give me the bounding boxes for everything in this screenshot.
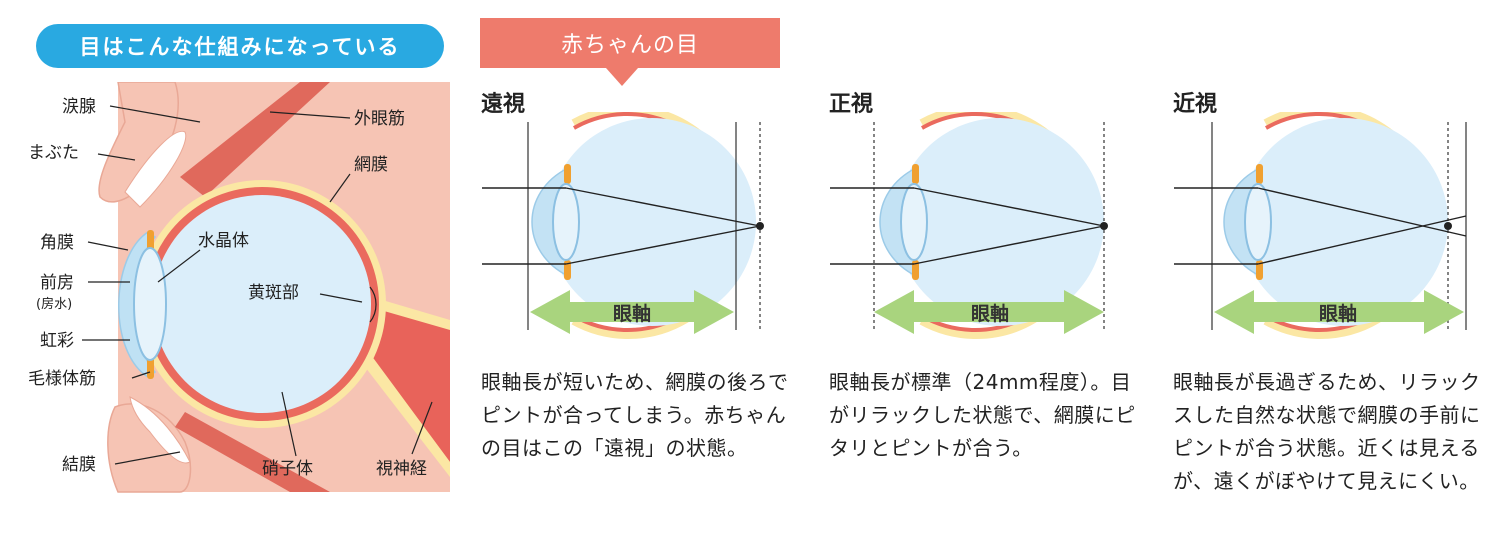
upper-conjunctiva-shape [124, 130, 187, 208]
title-normal: 正視 [829, 92, 874, 117]
label-vitreous: 硝子体 [262, 459, 313, 479]
upper-muscle-shape [180, 82, 330, 197]
label-ciliary: 毛様体筋 [28, 369, 96, 389]
label-eyelid: まぶた [28, 143, 79, 163]
axis-label-normal: 眼軸 [971, 302, 1009, 325]
axis-label-myopia: 眼軸 [1319, 302, 1357, 325]
lower-iris [147, 357, 154, 379]
banner-pointer [606, 68, 638, 86]
lens-shape [133, 247, 167, 361]
label-macula: 黄斑部 [248, 283, 299, 303]
diagram-myopia: 眼軸 [1174, 112, 1467, 339]
label-anterior-chamber: 前房 [40, 273, 74, 293]
optic-nerve-shape [360, 297, 450, 462]
upper-eyelid-shape [98, 82, 179, 203]
baby-eye-banner: 赤ちゃんの目 [480, 18, 780, 68]
title-hyperopia: 遠視 [481, 92, 526, 117]
upper-iris [147, 230, 154, 252]
leader-lines [82, 105, 433, 465]
label-retina: 網膜 [354, 155, 388, 175]
diagram-hyperopia: 眼軸 [482, 112, 764, 339]
label-aqueous: (房水) [36, 296, 72, 312]
label-lens: 水晶体 [198, 231, 249, 251]
eye-anatomy-diagram: 涙腺 外眼筋 まぶた 網膜 角膜 水晶体 前房 (房水) 黄斑部 虹彩 毛様体筋… [28, 82, 450, 493]
desc-hyperopia: 眼軸長が短いため、網膜の後ろでピントが合ってしまう。赤ちゃんの目はこの「遠視」の… [481, 370, 789, 460]
anatomy-header: 目はこんな仕組みになっている [36, 24, 444, 68]
lower-conjunctiva-shape [129, 396, 191, 464]
desc-myopia: 眼軸長が長過ぎるため、リラックスした自然な状態で網膜の手前にピントが合う状態。近… [1173, 370, 1481, 493]
lower-muscle-shape [175, 412, 330, 492]
label-conjunctiva: 結膜 [62, 455, 96, 475]
label-lacrimal-gland: 涙腺 [62, 96, 96, 117]
lower-eyelid-shape [107, 403, 192, 493]
diagram-normal: 眼軸 [830, 112, 1108, 339]
vitreous-body [153, 195, 371, 413]
label-iris: 虹彩 [40, 331, 74, 351]
macula-notch [369, 286, 377, 323]
desc-normal: 眼軸長が標準（24mm程度）。目がリラックした状態で、網膜にピタリとピントが合う… [829, 370, 1136, 460]
label-external-muscle: 外眼筋 [354, 109, 405, 129]
axis-label-hyperopia: 眼軸 [613, 302, 651, 325]
optic-nerve-sheath [352, 292, 450, 477]
title-myopia: 近視 [1173, 92, 1218, 117]
label-cornea: 角膜 [40, 233, 74, 253]
label-optic-nerve: 視神経 [376, 459, 427, 479]
